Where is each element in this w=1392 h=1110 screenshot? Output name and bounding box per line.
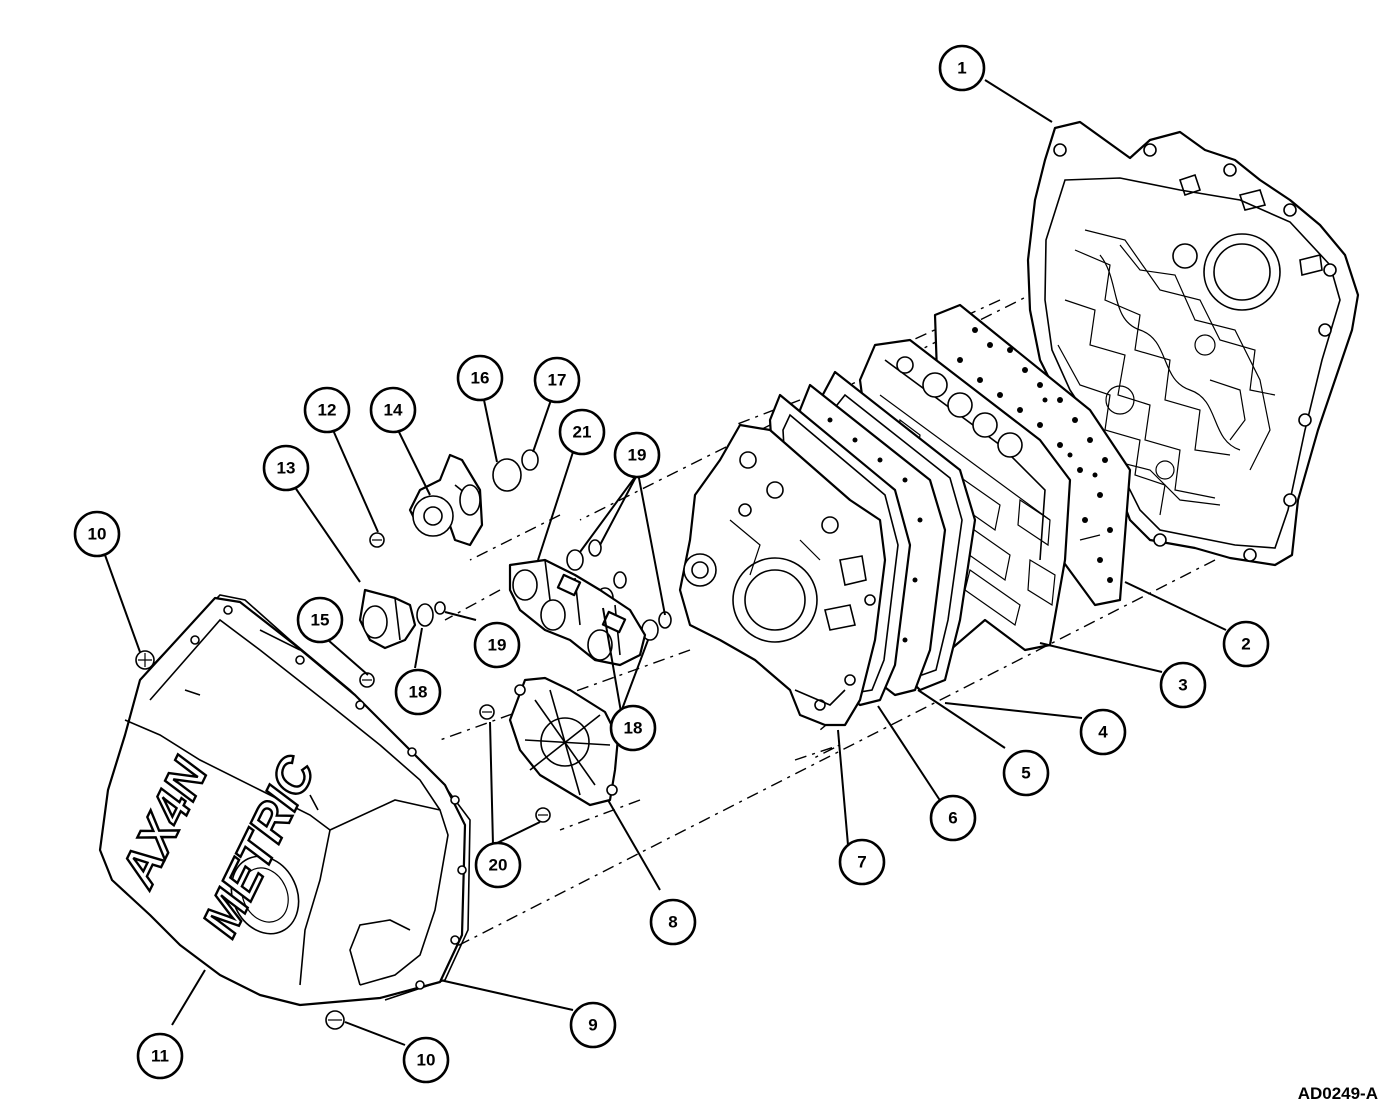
callout-10-lower-label: 10 (417, 1051, 436, 1070)
callout-10-upper-label: 10 (88, 525, 107, 544)
callout-12: 12 (303, 386, 351, 434)
callout-8-label: 8 (668, 913, 677, 932)
callout-6-label: 6 (948, 809, 957, 828)
callout-3: 3 (1159, 661, 1207, 709)
callout-2-label: 2 (1241, 635, 1250, 654)
bolt-10-upper (135, 650, 155, 670)
o-ring-19-b (588, 539, 602, 557)
callout-9-label: 9 (588, 1016, 597, 1035)
callout-3-label: 3 (1178, 676, 1187, 695)
callout-11: 11 (136, 1032, 184, 1080)
callout-10-lower: 10 (402, 1036, 450, 1084)
o-ring-17 (521, 449, 539, 471)
leader-lines (104, 79, 1227, 1046)
o-ring-19-c (613, 571, 627, 589)
bolt-10-lower (325, 1010, 345, 1030)
callout-7-label: 7 (857, 853, 866, 872)
callout-21: 21 (558, 408, 606, 456)
callout-14-label: 14 (384, 401, 403, 420)
bolt-15 (359, 672, 375, 688)
part-21-solenoid-pack (508, 558, 647, 667)
callout-16: 16 (456, 354, 504, 402)
callouts: 1 2 3 4 5 6 7 8 9 10 10 11 12 13 14 15 1… (73, 44, 1270, 1084)
bolt-20-upper (479, 704, 495, 720)
callout-19-left-label: 19 (488, 636, 507, 655)
o-ring-19-left (434, 601, 446, 615)
callout-19-left: 19 (473, 621, 521, 669)
callout-10-upper: 10 (73, 510, 121, 558)
part-11-oil-pan: AX4N METRIC (98, 596, 467, 1007)
callout-14: 14 (369, 386, 417, 434)
callout-5: 5 (1002, 749, 1050, 797)
callout-18-right-label: 18 (624, 719, 643, 738)
o-ring-19-a (566, 549, 584, 571)
callout-19-right: 19 (613, 431, 661, 479)
callout-13: 13 (262, 444, 310, 492)
figure-reference-code: AD0249-A (1297, 1084, 1378, 1103)
part-8-cover-plate (508, 676, 620, 807)
callout-21-label: 21 (573, 423, 592, 442)
bolt-20-lower (535, 807, 551, 823)
callout-1-label: 1 (957, 59, 966, 78)
callout-7: 7 (838, 838, 886, 886)
callout-4: 4 (1079, 708, 1127, 756)
callout-8: 8 (649, 898, 697, 946)
callout-9: 9 (569, 1001, 617, 1049)
callout-16-label: 16 (471, 369, 490, 388)
callout-17-label: 17 (548, 371, 567, 390)
bolts (135, 532, 551, 1030)
callout-6: 6 (929, 794, 977, 842)
callout-1: 1 (938, 44, 986, 92)
callout-2: 2 (1222, 620, 1270, 668)
o-rings (416, 449, 672, 641)
callout-15-label: 15 (311, 611, 330, 630)
callout-13-label: 13 (277, 459, 296, 478)
callout-18-left: 18 (394, 668, 442, 716)
callout-17: 17 (533, 356, 581, 404)
o-ring-18-left (416, 603, 434, 627)
callout-18-left-label: 18 (409, 683, 428, 702)
bolt-12 (369, 532, 385, 548)
callout-20-label: 20 (489, 856, 508, 875)
callout-4-label: 4 (1098, 723, 1108, 742)
callout-18-right: 18 (609, 704, 657, 752)
part-14-solenoid (408, 453, 484, 547)
callout-20: 20 (474, 841, 522, 889)
callout-11-label: 11 (151, 1047, 169, 1066)
part-13-solenoid (358, 588, 417, 650)
part-7-pump-body (678, 423, 887, 727)
callout-19-right-label: 19 (628, 446, 647, 465)
o-ring-16 (492, 458, 522, 492)
callout-12-label: 12 (318, 401, 337, 420)
callout-5-label: 5 (1021, 764, 1030, 783)
callout-15: 15 (296, 596, 344, 644)
